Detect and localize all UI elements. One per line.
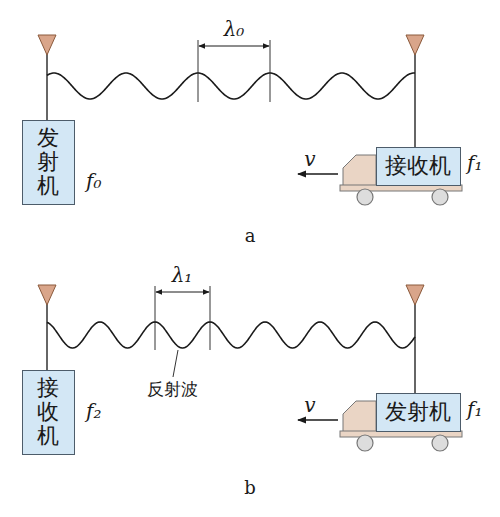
wavelength-label: λ₁ xyxy=(172,264,193,286)
frequency-label: f₁ xyxy=(467,152,482,174)
frequency-label: f₀ xyxy=(86,170,101,192)
wheel xyxy=(357,189,373,205)
vehicle-box: 发射机 xyxy=(376,393,461,432)
antenna xyxy=(406,35,424,55)
frequency-label: f₁ xyxy=(467,398,482,420)
box-label: 接收机 xyxy=(37,376,59,449)
box-label: 发射机 xyxy=(385,399,451,425)
wave xyxy=(47,73,415,99)
antenna xyxy=(406,285,424,305)
frequency-label: f₂ xyxy=(86,400,101,422)
wave-label: 反射波 xyxy=(145,380,200,399)
subfigure-caption: a xyxy=(245,226,256,246)
dimension-tick xyxy=(198,40,199,102)
subfigure-caption: b xyxy=(244,478,256,498)
wheel xyxy=(432,189,448,205)
box-label: 发射机 xyxy=(37,126,59,199)
velocity-arrow xyxy=(298,173,338,174)
wavelength-label: λ₀ xyxy=(224,18,245,40)
velocity-label: v xyxy=(304,148,315,170)
antenna xyxy=(38,285,56,305)
wave xyxy=(47,322,415,348)
velocity-arrow xyxy=(298,419,338,420)
velocity-label: v xyxy=(304,394,315,416)
dimension-tick xyxy=(210,286,211,350)
dimension-tick xyxy=(155,286,156,350)
station-box: 发射机 xyxy=(22,120,75,205)
leader-line xyxy=(173,350,178,377)
dimension-tick xyxy=(270,40,271,102)
station-box: 接收机 xyxy=(22,370,75,455)
dimension-line xyxy=(156,292,209,293)
vehicle-box: 接收机 xyxy=(376,147,461,186)
box-label: 接收机 xyxy=(385,153,451,179)
wheel xyxy=(357,435,373,451)
wheel xyxy=(432,435,448,451)
antenna xyxy=(38,35,56,55)
dimension-line xyxy=(199,46,269,47)
